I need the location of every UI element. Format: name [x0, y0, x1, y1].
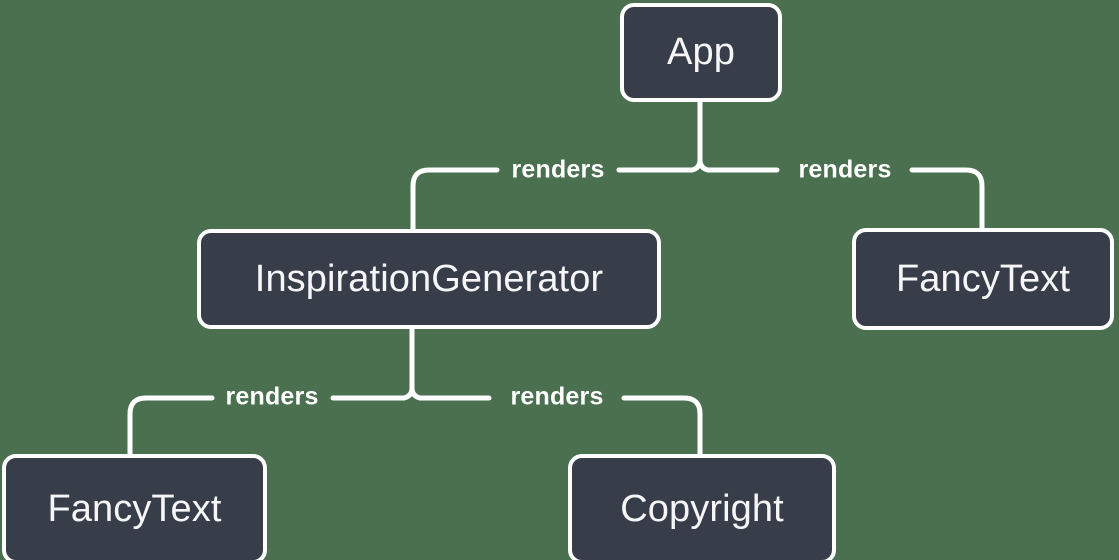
node-copyright-label: Copyright	[620, 487, 784, 530]
node-fancy-text-left-label: FancyText	[47, 487, 222, 530]
edge-label-inspgen-fancyleft: renders	[225, 382, 319, 411]
node-app[interactable]: App	[620, 3, 782, 102]
node-fancy-text-left[interactable]: FancyText	[2, 454, 267, 560]
node-fancy-text-right[interactable]: FancyText	[852, 228, 1114, 330]
edge-inspgen-copyright-right-seg	[621, 395, 703, 457]
node-fancy-text-right-label: FancyText	[895, 257, 1071, 300]
node-app-label: App	[667, 31, 735, 73]
node-inspiration-generator[interactable]: InspirationGenerator	[197, 229, 661, 329]
edge-label-inspgen-copyright: renders	[510, 382, 604, 411]
node-copyright[interactable]: Copyright	[568, 454, 836, 560]
edge-app-fancyright-right-seg	[909, 167, 985, 231]
edge-inspgen-fancyleft-left-seg	[127, 395, 215, 457]
edge-label-app-fancyright: renders	[798, 155, 892, 184]
node-inspiration-generator-label: InspirationGenerator	[254, 257, 604, 300]
edge-label-app-inspgen: renders	[511, 155, 605, 184]
edge-app-inspgen-left-seg	[410, 167, 500, 232]
